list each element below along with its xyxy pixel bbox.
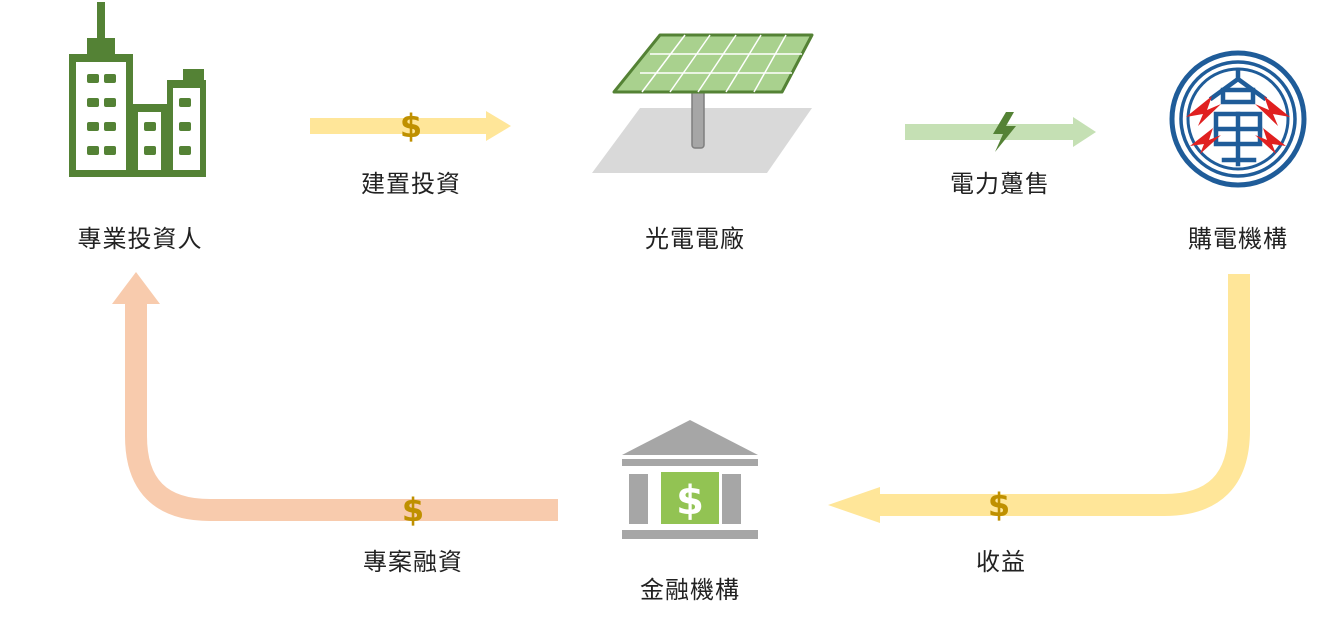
bank-label: 金融機構 bbox=[640, 576, 740, 604]
revenue-arrow bbox=[828, 274, 1250, 523]
solar-plant-label: 光電電廠 bbox=[645, 225, 745, 253]
power-sale-arrow bbox=[905, 117, 1096, 147]
dollar-icon: $ bbox=[400, 107, 422, 145]
lightning-icon bbox=[993, 112, 1016, 152]
revenue-label: 收益 bbox=[976, 548, 1026, 576]
project-finance-label: 專案融資 bbox=[363, 548, 463, 576]
project-finance-arrow bbox=[112, 272, 558, 521]
solar-panel-icon bbox=[592, 33, 814, 173]
bank-icon: $ bbox=[622, 420, 758, 539]
investor-label: 專業投資人 bbox=[77, 225, 203, 253]
buyer-label: 購電機構 bbox=[1188, 225, 1288, 253]
power-sale-label: 電力躉售 bbox=[950, 170, 1050, 198]
building-icon bbox=[69, 2, 206, 177]
construction-investment-arrow bbox=[310, 111, 511, 141]
dollar-icon: $ bbox=[676, 478, 704, 524]
construction-investment-label: 建置投資 bbox=[361, 170, 461, 198]
dollar-icon: $ bbox=[988, 486, 1010, 524]
dollar-icon: $ bbox=[402, 491, 424, 529]
taipower-logo-icon bbox=[1169, 50, 1307, 188]
